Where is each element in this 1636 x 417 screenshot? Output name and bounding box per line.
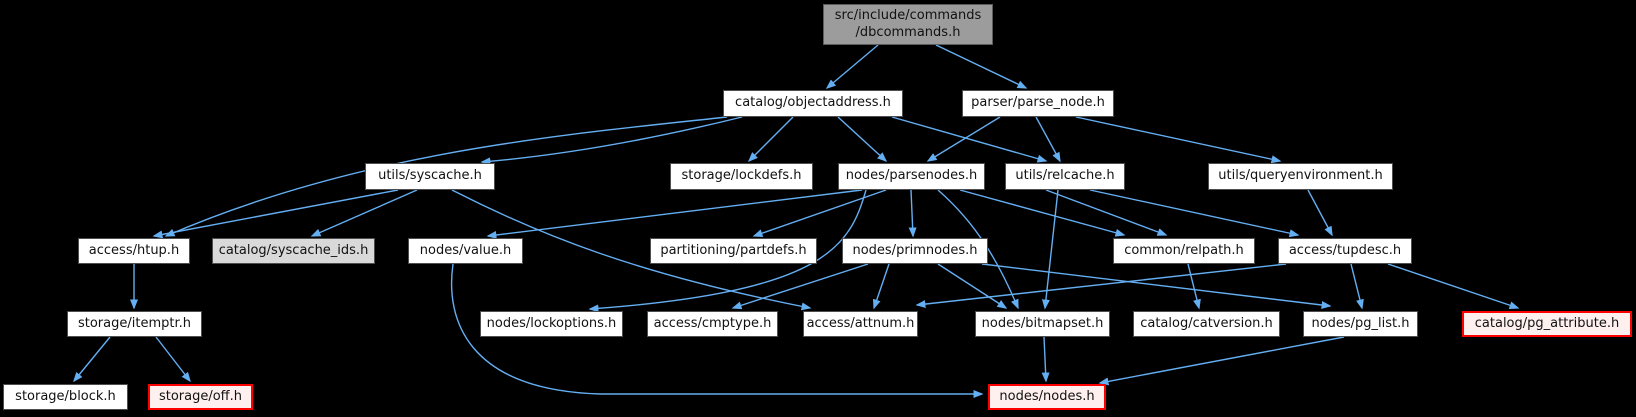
edge-relcache-relpath <box>1045 189 1168 236</box>
edge-bitmapset-nodes <box>1041 336 1050 383</box>
edge-primnodes-attnum <box>872 263 890 310</box>
node-tupdesc[interactable]: access/tupdesc.h <box>1278 238 1412 264</box>
node-bitmapset[interactable]: nodes/bitmapset.h <box>975 311 1110 337</box>
node-primnodes[interactable]: nodes/primnodes.h <box>842 238 988 264</box>
node-block[interactable]: storage/block.h <box>3 384 128 410</box>
edge-tupdesc-pg_list <box>1350 263 1364 310</box>
node-parsenodes[interactable]: nodes/parsenodes.h <box>838 163 985 190</box>
edge-parsenodes-primnodes <box>908 189 917 238</box>
edge-syscache-attnum <box>451 189 812 311</box>
node-lockdefs[interactable]: storage/lockdefs.h <box>670 163 813 190</box>
node-value[interactable]: nodes/value.h <box>408 238 523 264</box>
edge-objectaddress-lockdefs <box>747 116 794 163</box>
edge-objectaddress-htup <box>164 116 728 237</box>
node-cmptype[interactable]: access/cmptype.h <box>647 311 778 337</box>
node-lockoptions[interactable]: nodes/lockoptions.h <box>480 311 623 337</box>
edge-parsenodes-relpath <box>959 189 1126 237</box>
edge-parsenodes-partdefs <box>752 189 887 237</box>
node-catversion[interactable]: catalog/catversion.h <box>1133 311 1280 337</box>
node-htup[interactable]: access/htup.h <box>78 238 190 264</box>
edge-primnodes-bitmapset <box>937 263 1008 309</box>
node-relpath[interactable]: common/relpath.h <box>1113 238 1255 264</box>
node-attnum[interactable]: access/attnum.h <box>803 311 918 337</box>
node-objectaddress[interactable]: catalog/objectaddress.h <box>723 90 903 117</box>
edge-queryenvironment-tupdesc <box>1307 189 1333 237</box>
node-partdefs[interactable]: partitioning/partdefs.h <box>650 238 817 264</box>
edge-parse_node-parsenodes <box>926 116 1001 162</box>
edge-syscache-htup <box>152 189 399 239</box>
edge-value-nodes <box>450 263 984 398</box>
node-relcache[interactable]: utils/relcache.h <box>1005 163 1125 190</box>
edge-parsenodes-value <box>486 189 863 239</box>
edge-dbcommands-objectaddress <box>825 44 879 89</box>
edge-dbcommands-parse_node <box>935 44 1028 89</box>
edge-pg_list-nodes <box>1098 336 1345 386</box>
node-syscache[interactable]: utils/syscache.h <box>365 163 495 190</box>
edge-tupdesc-pg_attribute <box>1387 263 1520 310</box>
node-dbcommands: src/include/commands /dbcommands.h <box>823 4 993 45</box>
edge-primnodes-pg_list <box>981 263 1332 309</box>
edge-primnodes-cmptype <box>731 263 869 310</box>
node-off[interactable]: storage/off.h <box>148 384 253 410</box>
node-parse_node[interactable]: parser/parse_node.h <box>962 90 1114 117</box>
edge-parse_node-relcache <box>1035 116 1061 163</box>
node-syscache_ids: catalog/syscache_ids.h <box>212 238 375 264</box>
edge-objectaddress-syscache <box>480 116 743 166</box>
edge-relcache-tupdesc <box>1089 189 1300 238</box>
edge-parse_node-queryenvironment <box>1075 116 1282 164</box>
node-pg_list[interactable]: nodes/pg_list.h <box>1303 311 1418 337</box>
node-nodes[interactable]: nodes/nodes.h <box>988 384 1106 410</box>
edge-relpath-catversion <box>1187 263 1201 310</box>
edge-objectaddress-parsenodes <box>837 116 888 163</box>
edge-itemptr-off <box>155 336 191 383</box>
edge-itemptr-block <box>73 336 111 383</box>
edge-tupdesc-attnum <box>915 263 1287 309</box>
edge-relcache-bitmapset <box>1041 189 1059 310</box>
node-pg_attribute[interactable]: catalog/pg_attribute.h <box>1462 311 1632 337</box>
edge-syscache-syscache_ids <box>310 189 418 237</box>
node-queryenvironment[interactable]: utils/queryenvironment.h <box>1208 163 1393 190</box>
node-itemptr[interactable]: storage/itemptr.h <box>67 311 202 337</box>
edge-objectaddress-relcache <box>891 116 1048 163</box>
